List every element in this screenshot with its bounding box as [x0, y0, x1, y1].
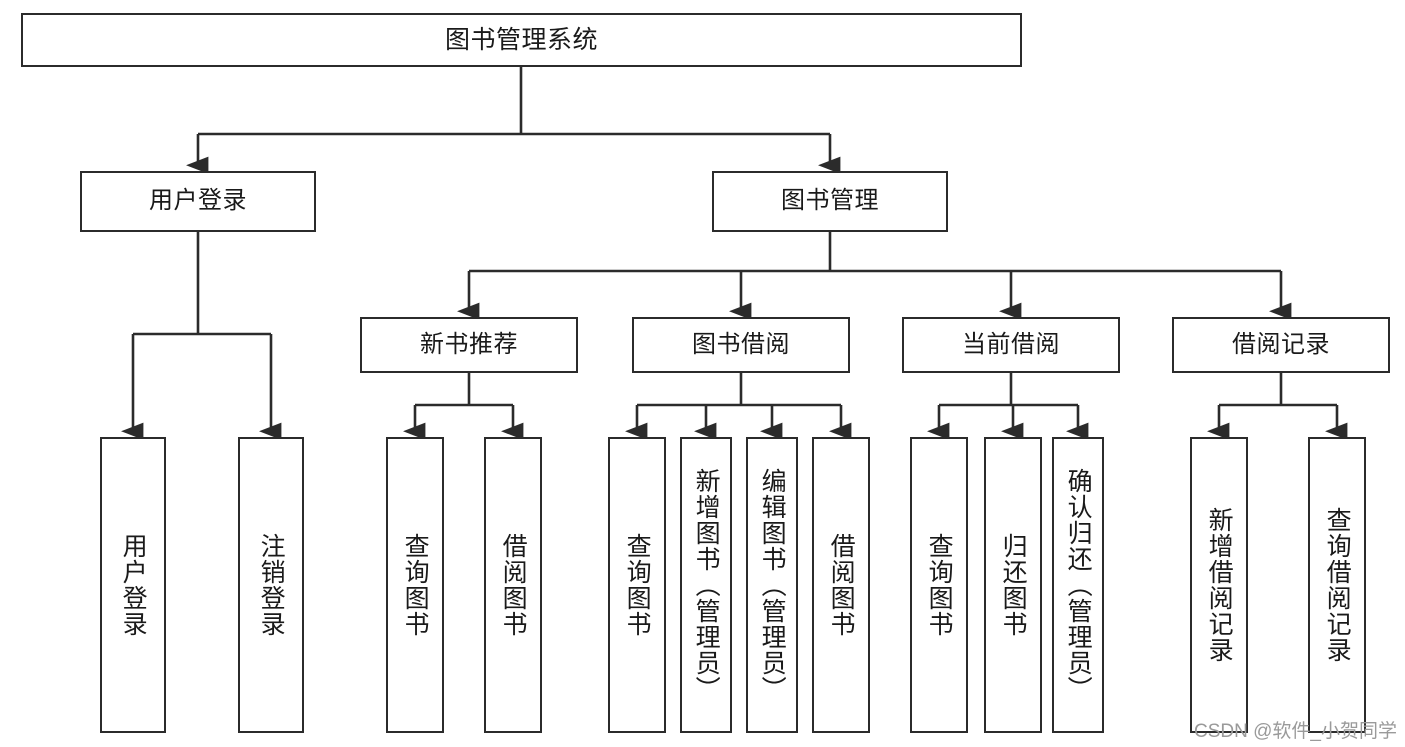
node-borrow-record-label: 借阅记录 [1232, 330, 1330, 358]
node-leaf-query-book-1-label: 查询图书 [401, 533, 430, 637]
node-leaf-query-book-1[interactable]: 查询图书 [386, 437, 444, 733]
node-leaf-user-login[interactable]: 用户登录 [100, 437, 166, 733]
node-leaf-return-book[interactable]: 归还图书 [984, 437, 1042, 733]
node-book-manage-label: 图书管理 [781, 187, 879, 215]
node-leaf-user-logout[interactable]: 注销登录 [238, 437, 304, 733]
node-leaf-query-book-3-label: 查询图书 [925, 533, 954, 637]
node-leaf-confirm-return-admin-label: 确认归还（管理员） [1064, 468, 1093, 702]
node-leaf-query-book-2[interactable]: 查询图书 [608, 437, 666, 733]
node-user-login-label: 用户登录 [149, 187, 247, 215]
node-leaf-query-book-3[interactable]: 查询图书 [910, 437, 968, 733]
node-book-borrow-label: 图书借阅 [692, 330, 790, 358]
node-leaf-query-borrow-record-label: 查询借阅记录 [1323, 507, 1352, 663]
node-leaf-query-borrow-record[interactable]: 查询借阅记录 [1308, 437, 1366, 733]
node-leaf-edit-book-admin-label: 编辑图书（管理员） [758, 468, 787, 702]
node-leaf-borrow-book-1[interactable]: 借阅图书 [484, 437, 542, 733]
node-leaf-return-book-label: 归还图书 [999, 533, 1028, 637]
node-leaf-borrow-book-2-label: 借阅图书 [827, 533, 856, 637]
node-leaf-add-borrow-record[interactable]: 新增借阅记录 [1190, 437, 1248, 733]
node-user-login[interactable]: 用户登录 [80, 171, 316, 232]
node-new-book-recommend-label: 新书推荐 [420, 330, 518, 358]
node-root[interactable]: 图书管理系统 [21, 13, 1022, 67]
node-leaf-borrow-book-1-label: 借阅图书 [499, 533, 528, 637]
node-current-borrow-label: 当前借阅 [962, 330, 1060, 358]
node-leaf-add-book-admin-label: 新增图书（管理员） [692, 468, 721, 702]
node-borrow-record[interactable]: 借阅记录 [1172, 317, 1390, 373]
node-book-manage[interactable]: 图书管理 [712, 171, 948, 232]
watermark: CSDN @软件_小贺同学 [1194, 721, 1397, 742]
node-current-borrow[interactable]: 当前借阅 [902, 317, 1120, 373]
node-leaf-borrow-book-2[interactable]: 借阅图书 [812, 437, 870, 733]
node-new-book-recommend[interactable]: 新书推荐 [360, 317, 578, 373]
node-leaf-query-book-2-label: 查询图书 [623, 533, 652, 637]
node-leaf-user-login-label: 用户登录 [119, 533, 148, 637]
node-root-label: 图书管理系统 [444, 26, 598, 54]
node-leaf-confirm-return-admin[interactable]: 确认归还（管理员） [1052, 437, 1104, 733]
node-leaf-edit-book-admin[interactable]: 编辑图书（管理员） [746, 437, 798, 733]
node-leaf-add-book-admin[interactable]: 新增图书（管理员） [680, 437, 732, 733]
node-book-borrow[interactable]: 图书借阅 [632, 317, 850, 373]
node-leaf-add-borrow-record-label: 新增借阅记录 [1205, 507, 1234, 663]
node-leaf-user-logout-label: 注销登录 [257, 533, 286, 637]
